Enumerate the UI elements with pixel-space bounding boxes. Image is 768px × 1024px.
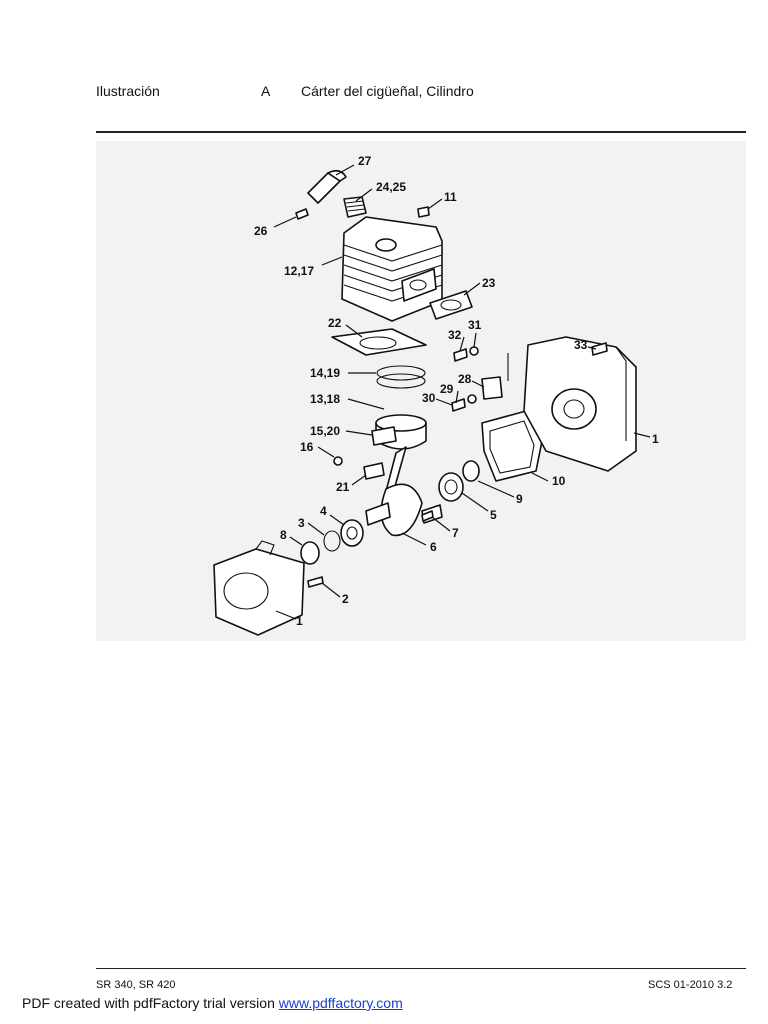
piston	[371, 414, 427, 450]
piston-rings	[376, 365, 426, 389]
pdf-creator-notice: PDF created with pdfFactory trial versio…	[22, 995, 403, 1011]
bearing-left	[340, 519, 364, 547]
ignition-module	[481, 353, 509, 400]
callout-16: 16	[300, 440, 314, 454]
callout-15-20: 15,20	[310, 424, 340, 438]
callout-2: 2	[342, 592, 349, 606]
piston-pin-clip	[333, 456, 343, 466]
callout-5: 5	[490, 508, 497, 522]
callout-24-25: 24,25	[376, 180, 406, 194]
bearing-right	[438, 472, 464, 502]
screw-small	[295, 208, 309, 220]
callout-27: 27	[358, 154, 372, 168]
pdf-notice-text: PDF created with pdfFactory trial versio…	[22, 995, 279, 1011]
page-title: Cárter del cigüeñal, Cilindro	[301, 83, 474, 99]
callout-32: 32	[448, 328, 462, 342]
diagram-svg: 27 24,25 11 26 12,17 23 22 32 31 33 14,1…	[213, 154, 659, 636]
callout-10: 10	[552, 474, 566, 488]
pdffactory-link[interactable]: www.pdffactory.com	[278, 995, 403, 1011]
screw-cylinder	[417, 206, 430, 218]
callout-1-right: 1	[652, 432, 659, 446]
callout-30: 30	[422, 391, 436, 405]
muffler-gasket	[429, 290, 473, 320]
callout-26: 26	[254, 224, 268, 238]
callout-9: 9	[516, 492, 523, 506]
exploded-parts-diagram: 27 24,25 11 26 12,17 23 22 32 31 33 14,1…	[96, 141, 746, 641]
spark-plug	[343, 196, 367, 218]
illustration-letter: A	[261, 83, 271, 99]
callout-29: 29	[440, 382, 454, 396]
callout-23: 23	[482, 276, 496, 290]
callout-11: 11	[444, 190, 457, 204]
cylinder	[341, 216, 443, 322]
callout-22: 22	[328, 316, 342, 330]
circlip	[323, 530, 341, 552]
spark-plug-boot	[307, 169, 347, 204]
seal-left	[300, 541, 320, 565]
leader-lines	[273, 164, 651, 620]
callout-6: 6	[430, 540, 437, 554]
callout-4: 4	[320, 504, 327, 518]
header-divider	[96, 131, 746, 133]
illustration-label: Ilustración	[96, 83, 160, 99]
model-numbers: SR 340, SR 420	[96, 979, 176, 991]
callout-33: 33	[574, 338, 588, 352]
screw-crankcase	[591, 342, 608, 356]
crankcase-left	[213, 540, 305, 636]
needle-cage	[363, 462, 385, 480]
crankcase-right	[523, 336, 637, 472]
cylinder-gasket	[331, 328, 427, 356]
callout-1-left: 1	[296, 614, 303, 628]
crankshaft	[365, 446, 443, 537]
footer-divider	[96, 968, 746, 969]
callout-31: 31	[468, 318, 482, 332]
callout-28: 28	[458, 372, 472, 386]
key	[421, 510, 434, 522]
seal-right	[462, 460, 480, 482]
callout-8: 8	[280, 528, 287, 542]
callout-7: 7	[452, 526, 459, 540]
callout-21: 21	[336, 480, 350, 494]
callout-3: 3	[298, 516, 305, 530]
callout-13-18: 13,18	[310, 392, 340, 406]
callout-14-19: 14,19	[310, 366, 340, 380]
callout-12-17: 12,17	[284, 264, 314, 278]
dowel-pin	[307, 576, 324, 588]
document-code: SCS 01-2010 3.2	[648, 979, 733, 991]
